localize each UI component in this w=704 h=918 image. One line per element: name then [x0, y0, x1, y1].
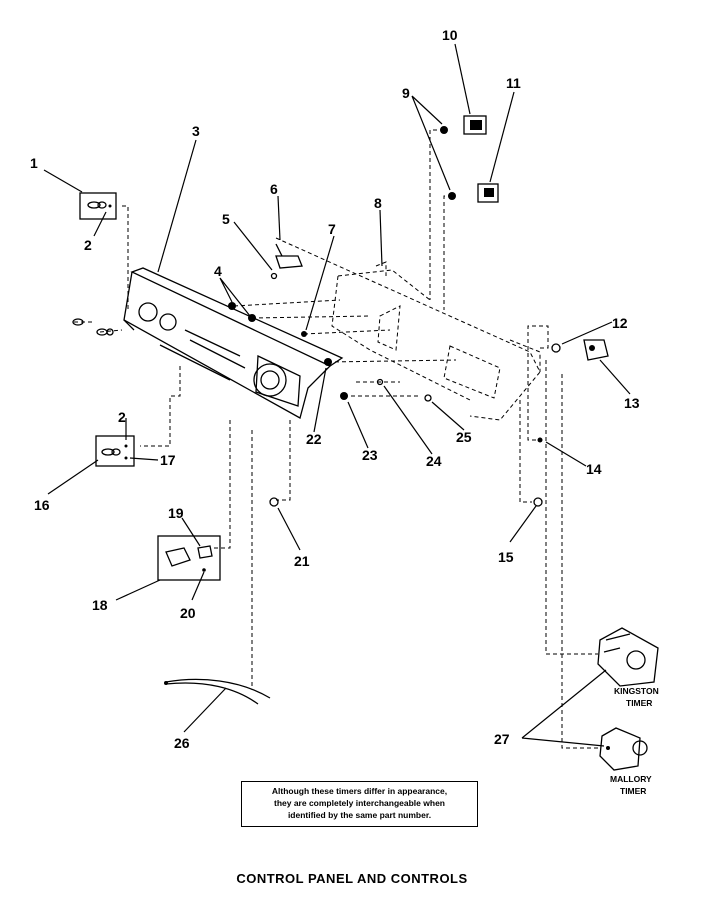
- console-rear-housing: [275, 237, 541, 421]
- callout-27: 27: [494, 731, 510, 747]
- callout-numbers: 1 2 3 4 5 6 7 8 9 10 11 12 13 14 15 16 1…: [30, 27, 640, 751]
- part-22-knob: [324, 358, 332, 366]
- callout-13: 13: [624, 395, 640, 411]
- callout-2-repeat: 2: [118, 409, 126, 425]
- callout-14: 14: [586, 461, 602, 477]
- callout-24: 24: [426, 453, 442, 469]
- callout-25: 25: [456, 429, 472, 445]
- part-14-screw: [537, 437, 543, 443]
- callout-leaders: [43, 43, 631, 747]
- note-line-2: they are completely interchangeable when: [273, 798, 445, 808]
- callout-16: 16: [34, 497, 50, 513]
- note-line-1: Although these timers differ in appearan…: [271, 786, 448, 796]
- part-1-clip-box: [79, 192, 117, 220]
- part-21-fitting: [269, 497, 279, 507]
- kingston-label-line2: TIMER: [626, 698, 652, 708]
- callout-7: 7: [328, 221, 336, 237]
- interchangeable-timer-note: Although these timers differ in appearan…: [241, 781, 478, 827]
- callout-9: 9: [402, 85, 410, 101]
- callout-1: 1: [30, 155, 38, 171]
- part-6-switch: [270, 243, 303, 280]
- mallory-timer: [599, 727, 648, 771]
- callout-19: 19: [168, 505, 184, 521]
- callout-26: 26: [174, 735, 190, 751]
- kingston-label-line1: KINGSTON: [614, 686, 659, 696]
- part-25-fastener: [424, 394, 432, 402]
- callout-6: 6: [270, 181, 278, 197]
- callout-3: 3: [192, 123, 200, 139]
- callout-8: 8: [374, 195, 382, 211]
- callout-15: 15: [498, 549, 514, 565]
- part-18-knob-box: [157, 535, 221, 581]
- part-13-control: [551, 339, 609, 361]
- part-10-switch: [463, 115, 487, 135]
- part-15-fitting: [533, 497, 543, 507]
- callout-12: 12: [612, 315, 628, 331]
- callout-2: 2: [84, 237, 92, 253]
- callout-18: 18: [92, 597, 108, 613]
- callout-11: 11: [506, 75, 521, 91]
- part-24-fastener: [376, 378, 384, 386]
- part-23-knob: [340, 392, 348, 400]
- mallory-label-line1: MALLORY: [610, 774, 652, 784]
- callout-5: 5: [222, 211, 230, 227]
- callout-17: 17: [160, 452, 176, 468]
- callout-4: 4: [214, 263, 222, 279]
- callout-23: 23: [362, 447, 378, 463]
- mallory-label-line2: TIMER: [620, 786, 646, 796]
- callout-10: 10: [442, 27, 458, 43]
- part-11-switch: [477, 183, 499, 203]
- control-panel-face: [123, 267, 344, 419]
- diagram-title: CONTROL PANEL AND CONTROLS: [236, 871, 468, 886]
- callout-21: 21: [294, 553, 310, 569]
- part-9-grommet-upper: [440, 126, 448, 134]
- part-9-grommet-lower: [448, 192, 456, 200]
- timer-captions: KINGSTON TIMER MALLORY TIMER: [610, 686, 659, 796]
- part-7-screw: [301, 331, 307, 337]
- part-26-wire-harness: [164, 678, 271, 705]
- assembly-guide-lines: [74, 129, 598, 749]
- callout-20: 20: [180, 605, 196, 621]
- callout-22: 22: [306, 431, 322, 447]
- panel-clips: [72, 318, 114, 336]
- kingston-timer: [597, 627, 659, 687]
- note-line-3: identified by the same part number.: [287, 810, 432, 820]
- part-16-clip-box: [95, 435, 135, 467]
